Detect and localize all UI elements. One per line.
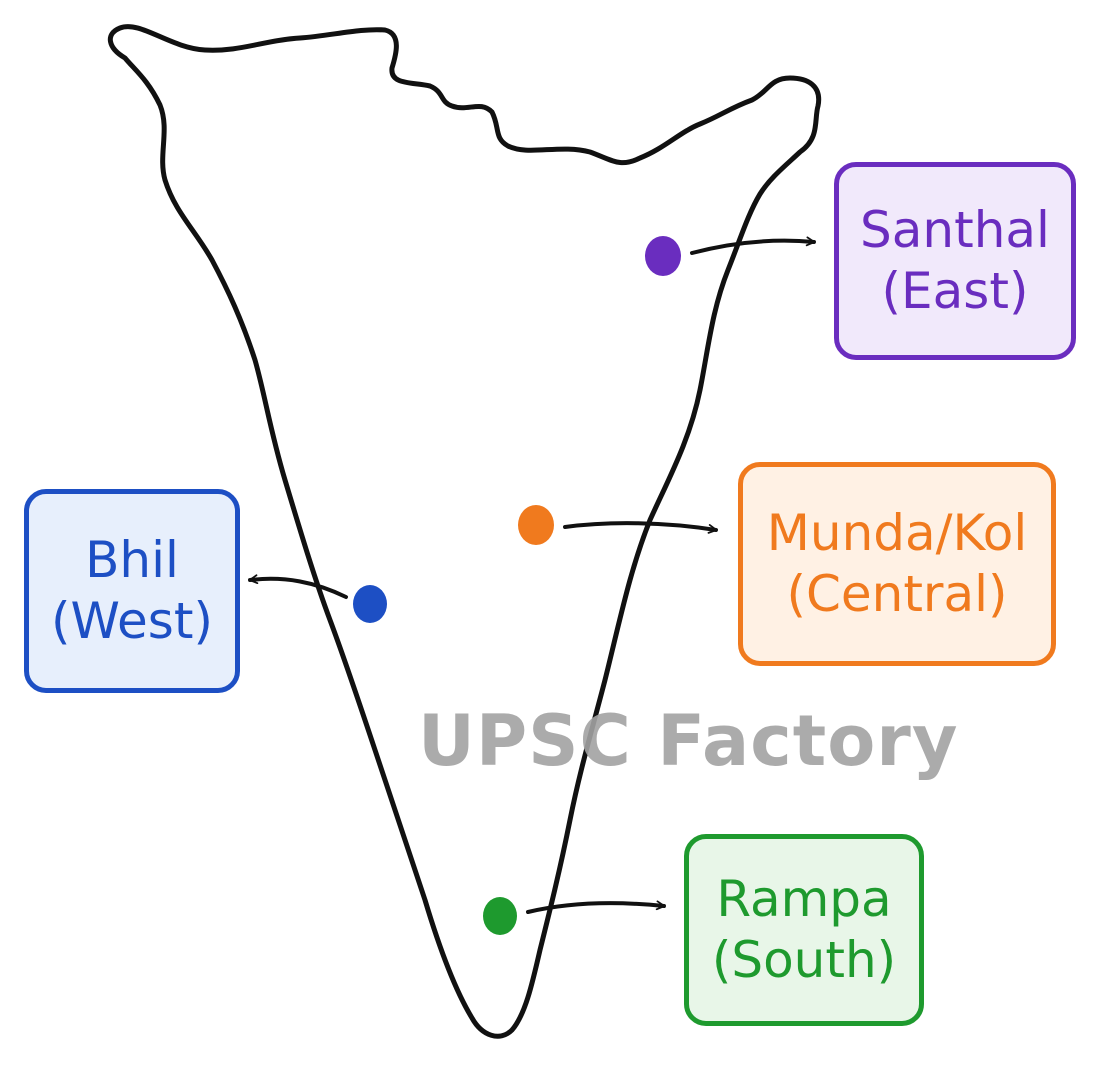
bhil-label-box: Bhil (West) [24,489,240,693]
munda-location-dot [518,505,554,545]
santhal-direction: (East) [881,262,1029,320]
bhil-direction: (West) [51,592,213,650]
bhil-location-dot [353,585,387,623]
munda-arrow [563,521,718,534]
santhal-label-box: Santhal (East) [834,162,1076,360]
marker-layer [353,236,681,935]
munda-kol-label-box: Munda/Kol (Central) [738,462,1056,666]
santhal-location-dot [645,236,681,276]
rampa-direction: (South) [711,931,897,989]
watermark-text: UPSC Factory [418,700,959,782]
munda-kol-direction: (Central) [786,565,1008,623]
rampa-arrow [526,900,666,914]
rampa-location-dot [483,897,517,935]
india-map-outline [108,24,822,1039]
bhil-name: Bhil [85,531,179,589]
santhal-arrow [690,236,816,255]
munda-kol-name: Munda/Kol [766,504,1028,562]
rampa-name: Rampa [716,870,892,928]
bhil-arrow [248,574,348,599]
arrow-layer [248,236,816,914]
rampa-label-box: Rampa (South) [684,834,924,1026]
santhal-name: Santhal [860,201,1050,259]
